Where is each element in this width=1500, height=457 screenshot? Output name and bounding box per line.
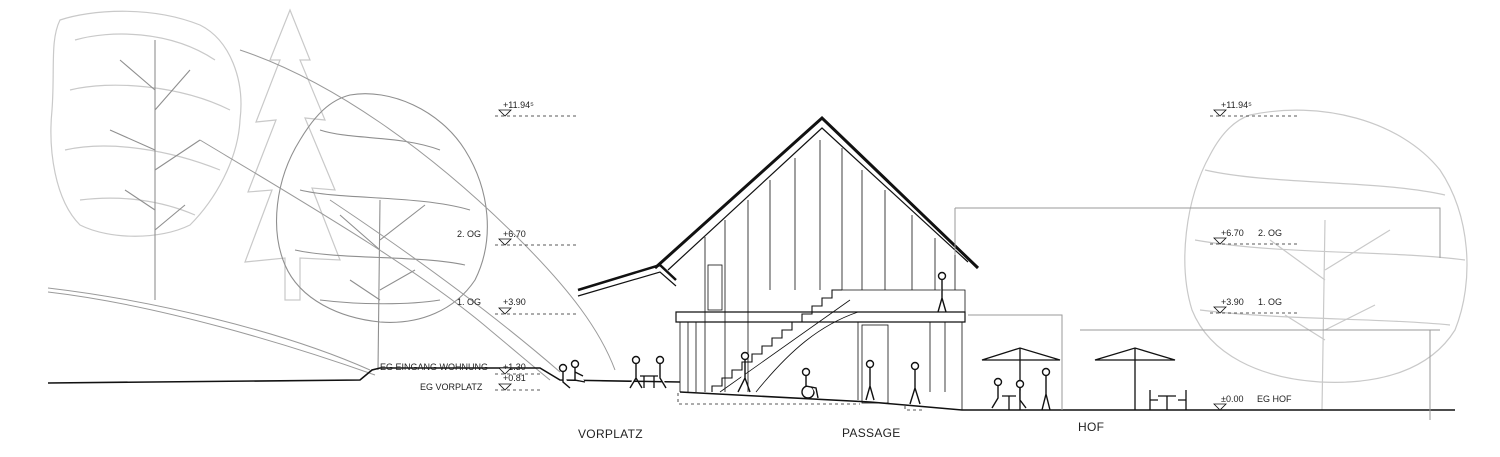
umbrella-2 (1094, 347, 1176, 410)
level-marker-left-og2: 2. OG +6.70 (457, 229, 578, 246)
level-value: +11.94⁵ (503, 100, 534, 110)
level-value: +3.90 (1221, 297, 1244, 307)
level-name: 2. OG (457, 229, 481, 239)
level-name: EG VORPLATZ (420, 382, 483, 392)
zone-label-vorplatz: VORPLATZ (578, 427, 643, 441)
people-passage (737, 271, 947, 405)
level-name: 2. OG (1258, 228, 1282, 238)
level-value: +11.94⁵ (1221, 100, 1252, 110)
level-name: EG HOF (1257, 394, 1292, 404)
level-marker-right-hof: ±0.00 EG HOF (1213, 394, 1292, 411)
tree-deciduous-left (276, 93, 488, 371)
level-value: +6.70 (1221, 228, 1244, 238)
cafe-table-right (1149, 390, 1187, 410)
level-name: 1. OG (1258, 297, 1282, 307)
people-vorplatz (558, 355, 667, 389)
level-marker-right-top: +11.94⁵ (1210, 100, 1300, 117)
level-value: +0.81 (503, 373, 526, 383)
neighbour-outline-right (954, 207, 1441, 420)
level-marker-right-og2: +6.70 2. OG (1210, 228, 1300, 245)
level-value: ±0.00 (1221, 394, 1243, 404)
zone-label-passage: PASSAGE (842, 426, 901, 440)
level-marker-left-top: +11.94⁵ (495, 100, 578, 117)
building-section (577, 115, 1455, 411)
level-name: EG EINGANG WOHNUNG (380, 362, 488, 372)
level-value: +1.30 (503, 362, 526, 372)
level-name: 1. OG (457, 297, 481, 307)
level-marker-right-og1: +3.90 1. OG (1210, 297, 1300, 314)
level-marker-left-og1: 1. OG +3.90 (457, 297, 578, 315)
level-value: +6.70 (503, 229, 526, 239)
tree-deciduous-right (1184, 109, 1468, 411)
people-hof (991, 367, 1051, 411)
zone-label-hof: HOF (1078, 420, 1104, 434)
terrain-left (47, 49, 681, 384)
level-marker-left-eg-wohnung: EG EINGANG WOHNUNG +1.30 (380, 362, 540, 375)
tree-spruce-left (244, 8, 341, 301)
level-marker-left-eg-vorplatz: EG VORPLATZ +0.81 (420, 373, 540, 392)
level-value: +3.90 (503, 297, 526, 307)
tree-conifer-left (50, 10, 242, 300)
